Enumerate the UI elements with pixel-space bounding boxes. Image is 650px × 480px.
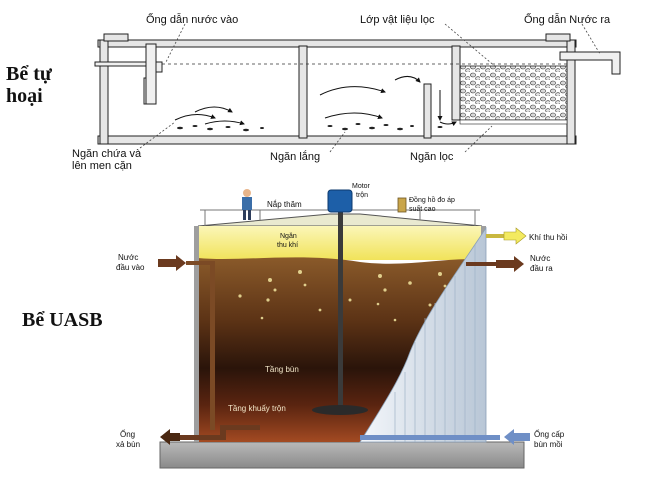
label-gas-chamber-line2: thu khí	[277, 242, 298, 249]
filter-support	[459, 119, 568, 125]
septic-title-line2: hoại	[6, 85, 43, 107]
gas-out-arrow	[503, 227, 527, 245]
label-sludge-layer: Tầng bùn	[265, 365, 299, 374]
inflow-arrow	[158, 255, 186, 271]
label-inflow-line2: đầu vào	[116, 263, 145, 272]
label-holding-line1: Ngăn chứa và	[72, 148, 142, 160]
septic-stub-right	[545, 33, 571, 42]
label-motor-line1: Motor	[352, 183, 371, 190]
outflow-arrow	[496, 256, 524, 272]
partition-1	[298, 45, 308, 139]
reactor-left-wall	[194, 226, 199, 442]
label-outflow-line1: Nước	[530, 254, 550, 263]
cutaway-wall	[359, 226, 487, 443]
gas-bubbles	[238, 270, 447, 322]
label-gauge-line2: suất cao	[409, 204, 436, 213]
pressure-gauge	[397, 197, 407, 213]
outlet-pipe	[559, 51, 621, 75]
sludge-particles	[177, 123, 443, 132]
seed-sludge-pipe	[360, 435, 500, 440]
label-outlet-pipe: Ống dẫn Nước ra	[524, 12, 611, 26]
label-inflow-line1: Nước	[118, 253, 138, 262]
septic-left-wall	[99, 39, 109, 145]
label-seed-sludge-line1: Ống cấp	[534, 429, 565, 439]
label-filter-chamber: Ngăn lọc	[410, 151, 454, 163]
ground-slab	[159, 441, 525, 469]
leader-lines	[139, 23, 601, 153]
cutaway-ribs	[394, 245, 476, 442]
label-gas-chamber-line1: Ngăn	[280, 233, 297, 240]
label-outflow-line2: đầu ra	[530, 264, 553, 273]
label-sludge-out-line1: Ống	[120, 429, 135, 439]
label-seed-sludge-line2: bùn mồi	[534, 440, 563, 449]
sludge-out-arrow	[160, 429, 180, 445]
label-filter-layer: Lớp vật liệu lọc	[360, 14, 435, 26]
septic-title-line1: Bể tự	[6, 63, 53, 85]
label-sludge-out-line2: xả bùn	[116, 440, 140, 449]
filter-media	[459, 65, 568, 121]
sludge-drain-pipe	[175, 425, 260, 440]
septic-tank: Ống dẫn nước vào Lớp vật liệu lọc Ống dẫ…	[6, 12, 621, 172]
inlet-tee	[145, 43, 157, 105]
partition-3	[451, 45, 461, 121]
label-inlet-pipe: Ống dẫn nước vào	[146, 12, 238, 26]
worker-figure	[242, 189, 252, 220]
inflow-pipe	[186, 261, 215, 430]
label-settling: Ngăn lắng	[270, 150, 320, 163]
mixer-shaft	[338, 210, 343, 410]
seed-sludge-arrow	[504, 429, 530, 445]
septic-bottom-wall	[97, 135, 577, 145]
uasb-reactor: Nắp thăm Motor trộn Đồng hồ đo áp suất c…	[22, 183, 567, 469]
label-gas-out: Khí thu hồi	[529, 233, 567, 242]
label-motor-line2: trộn	[356, 192, 368, 199]
uasb-title: Bể UASB	[22, 309, 103, 331]
label-manhole: Nắp thăm	[267, 200, 302, 209]
label-gauge-line1: Đồng hồ đo áp	[409, 195, 455, 204]
label-mixing-layer: Tầng khuấy trộn	[228, 404, 286, 413]
mixer-impeller	[312, 405, 368, 415]
septic-stub-left	[103, 33, 129, 42]
outflow-pipe	[466, 262, 496, 266]
flow-arrows	[174, 76, 457, 127]
mixer-motor	[327, 189, 353, 213]
partition-2	[423, 83, 432, 139]
gas-out-pipe	[486, 234, 504, 238]
septic-top-wall	[97, 39, 577, 48]
label-holding-line2: lên men cặn	[72, 160, 132, 172]
